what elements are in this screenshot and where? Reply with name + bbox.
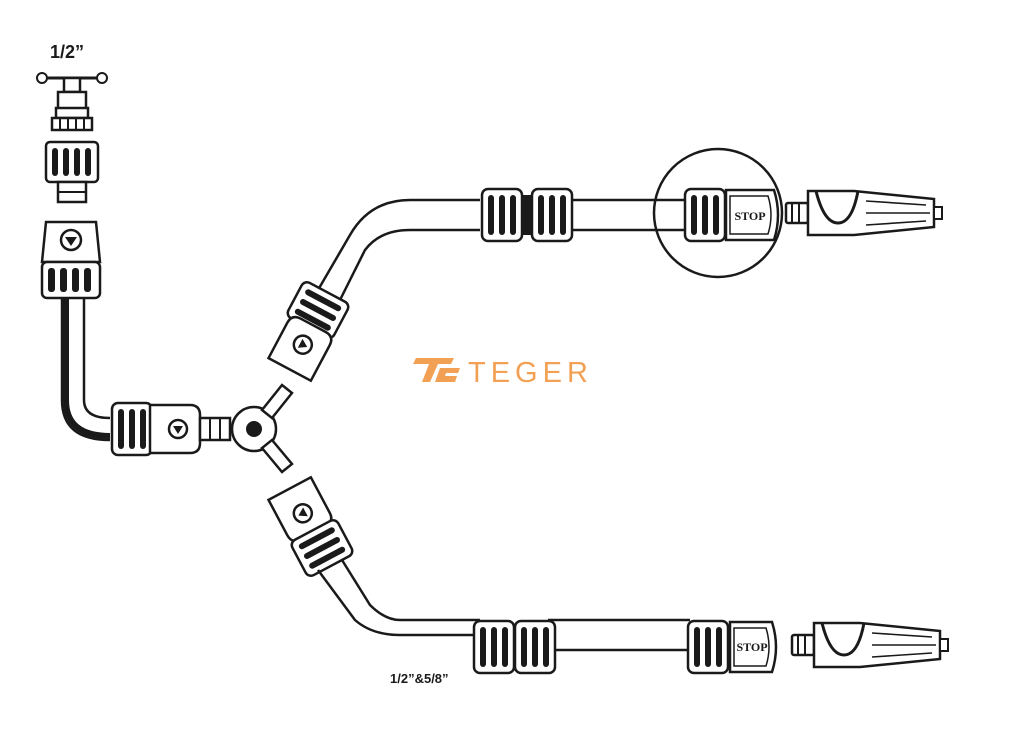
left-hose-quick-connector-icon [148, 403, 202, 455]
brand-name: TEGER [468, 357, 593, 389]
upper-hose-repair-connector-icon [480, 187, 574, 243]
lower-hose [316, 559, 690, 652]
tap-adaptor-icon [44, 140, 100, 204]
y-splitter-icon [198, 383, 294, 474]
tap-icon [36, 72, 108, 132]
upper-branch-connector-icon [267, 278, 352, 382]
upper-stop-label: STOP [734, 209, 765, 223]
lower-branch-connector-icon [267, 476, 356, 580]
lower-stop-label: STOP [736, 640, 767, 654]
left-hose-bottom-connector-icon [110, 401, 154, 457]
lower-nozzle-icon [790, 621, 950, 669]
lower-stop-connector-icon: STOP [686, 619, 778, 675]
brand-logo-icon [413, 358, 460, 382]
left-hose [60, 298, 111, 442]
upper-hose [316, 198, 690, 301]
hose-size-label: 1/2”&5/8” [390, 671, 449, 686]
stop-connector-highlight-circle [652, 147, 784, 279]
upper-nozzle-icon [784, 189, 944, 237]
lower-hose-repair-connector-icon [472, 619, 557, 675]
upper-stop-connector-icon: STOP [683, 187, 780, 243]
left-hose-top-connector-icon [40, 220, 102, 300]
tap-size-label: 1/2” [50, 42, 84, 62]
